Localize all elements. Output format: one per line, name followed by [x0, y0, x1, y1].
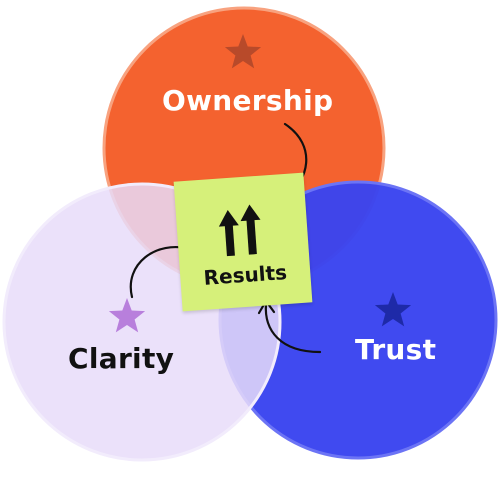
trust-star-icon [374, 292, 412, 327]
ownership-label: Ownership [162, 84, 334, 117]
clarity-star-icon [108, 298, 146, 333]
trust-label: Trust [355, 333, 437, 366]
results-label: Results [202, 260, 288, 290]
results-sticky-note: Results [173, 172, 313, 312]
ownership-star-icon [224, 34, 262, 69]
clarity-label: Clarity [68, 342, 175, 375]
trust-arrow [264, 302, 322, 354]
double-up-arrow-icon [218, 204, 261, 257]
